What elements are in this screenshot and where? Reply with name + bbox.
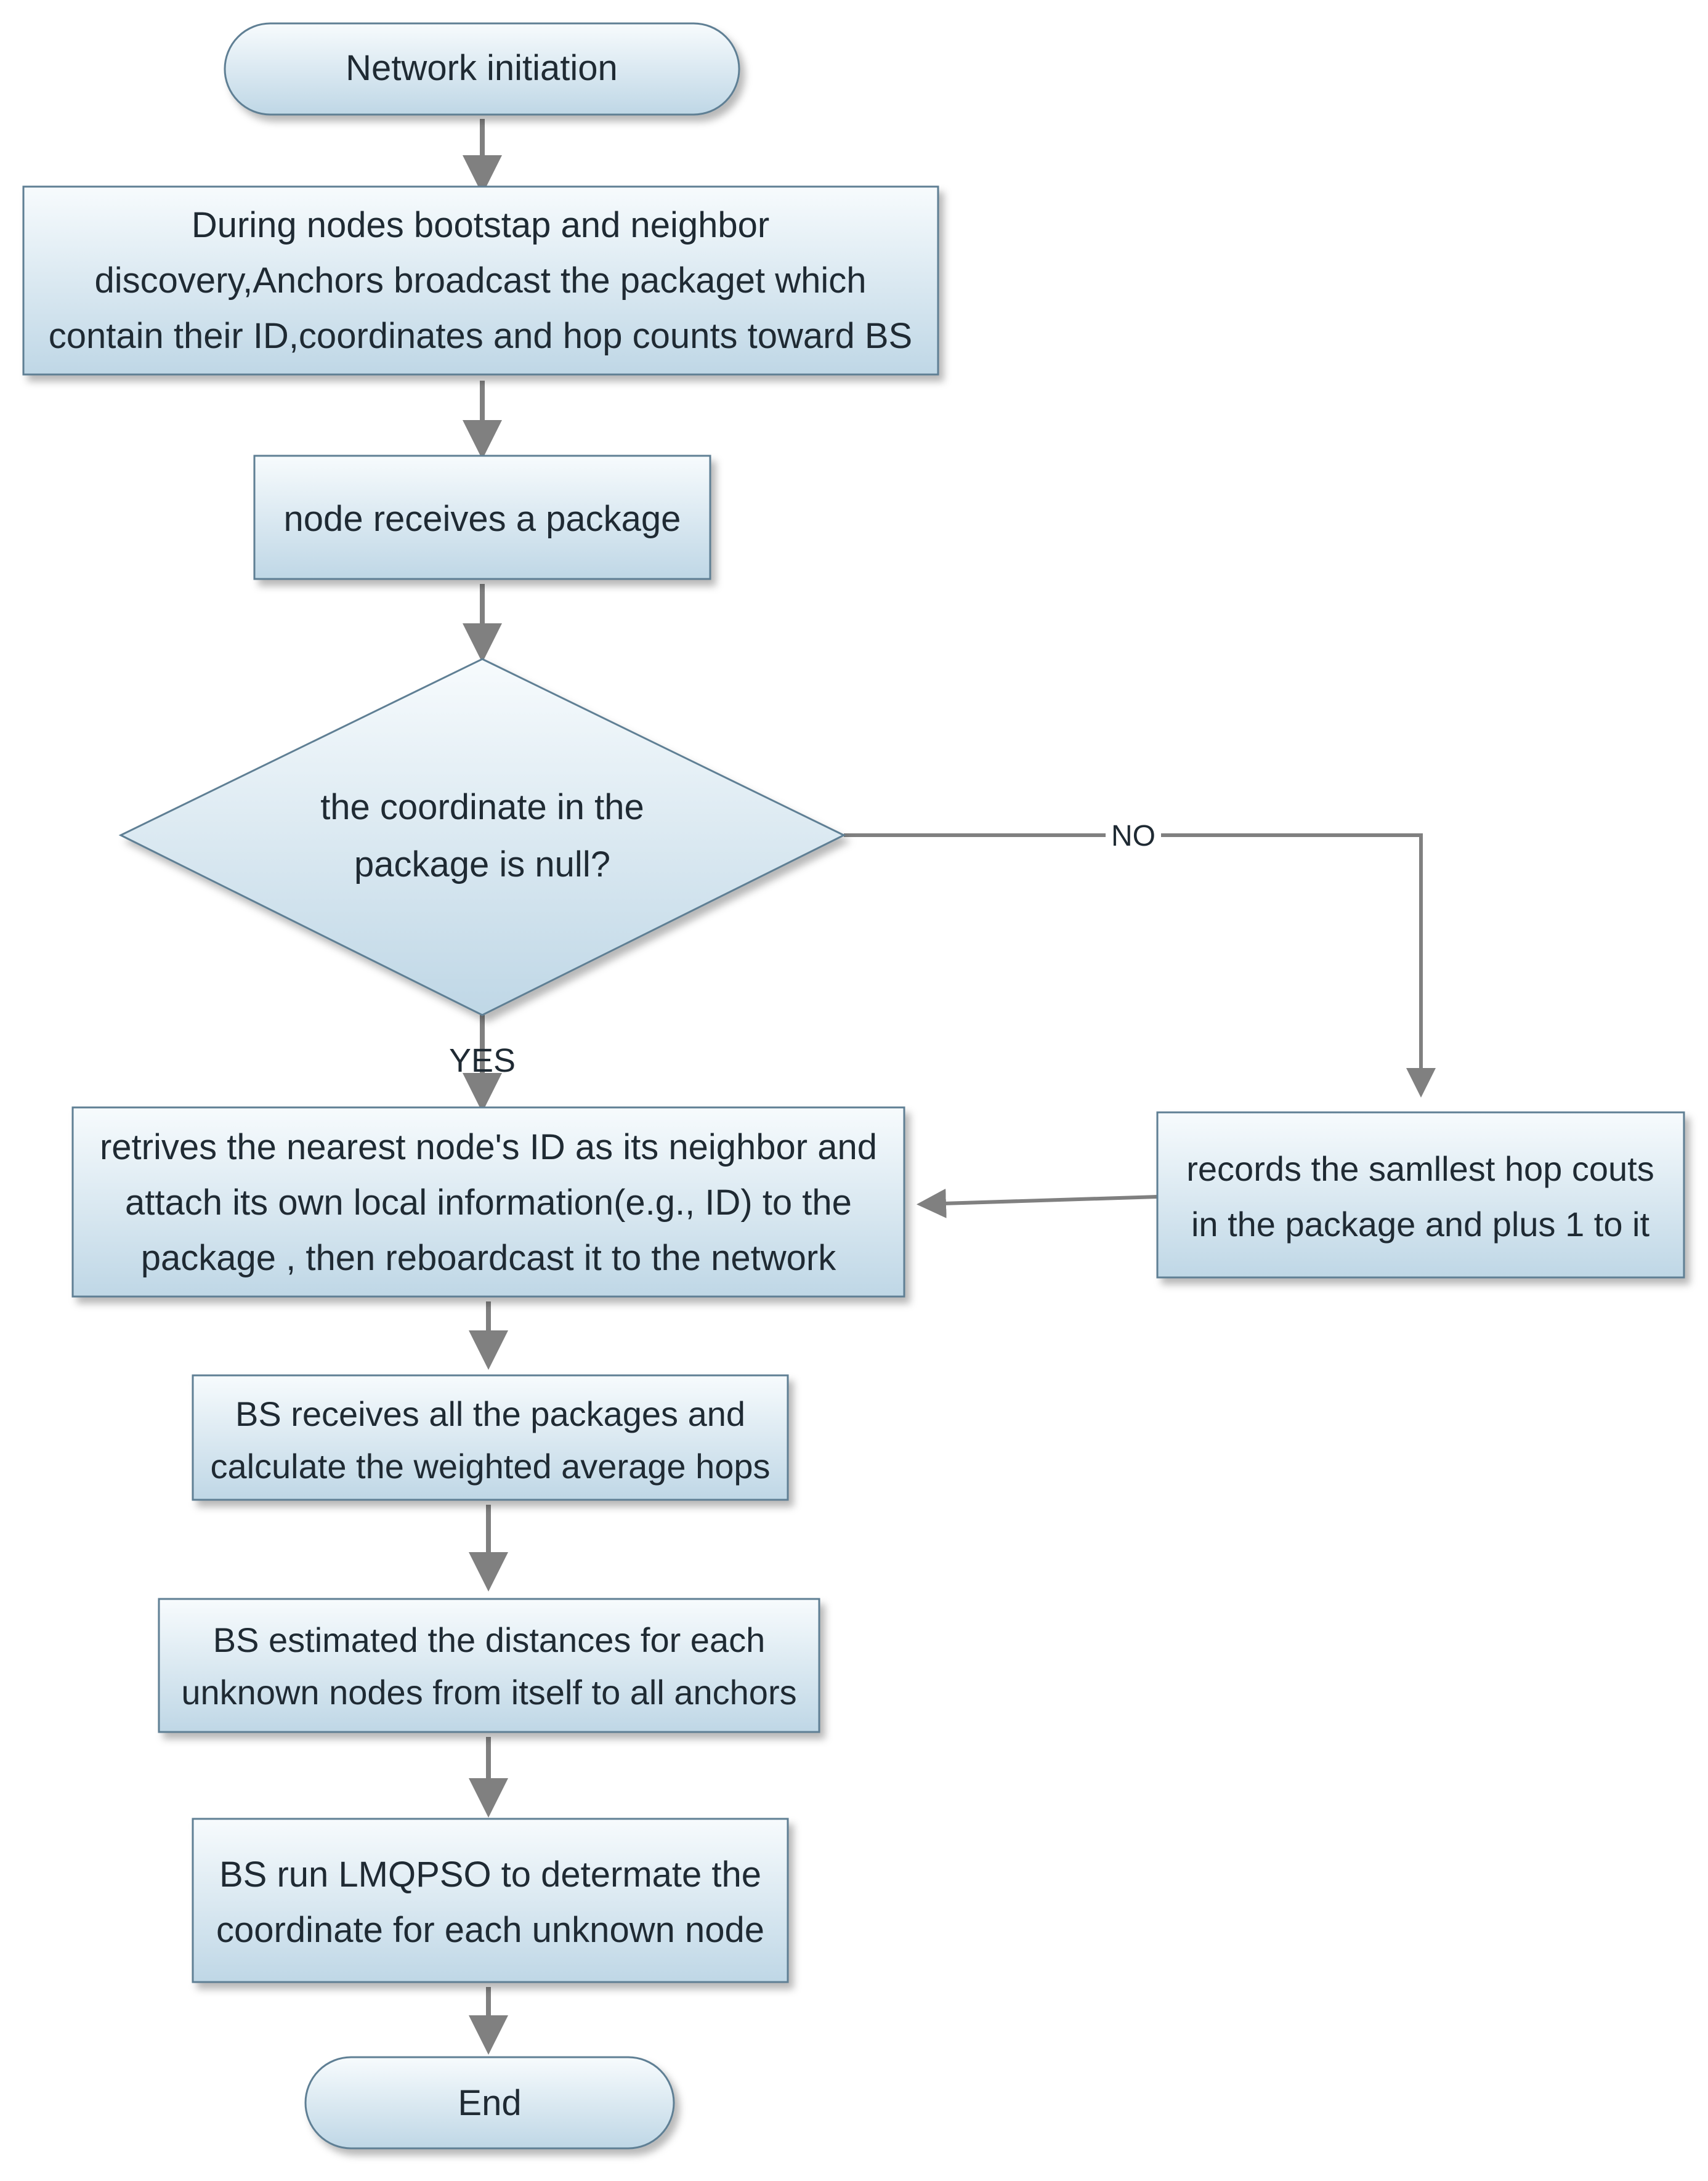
node-receive: node receives a package bbox=[253, 455, 711, 580]
node-decision: the coordinate in the package is null? bbox=[118, 658, 846, 1016]
broadcast-line-1: During nodes bootstap and neighbor bbox=[192, 205, 769, 245]
broadcast-process-shape bbox=[22, 185, 939, 376]
edge-record-to-retrieve bbox=[917, 1188, 1158, 1218]
bs-run-line-1: BS run LMQPSO to determate the bbox=[219, 1855, 761, 1895]
node-bs-run: BS run LMQPSO to determate the coordinat… bbox=[192, 1818, 789, 1983]
record-line-2: in the package and plus 1 to it bbox=[1191, 1205, 1650, 1244]
node-start: Network initiation bbox=[224, 22, 740, 116]
retrieve-process-shape bbox=[71, 1106, 905, 1298]
node-broadcast: During nodes bootstap and neighbor disco… bbox=[22, 185, 939, 376]
receive-label: node receives a package bbox=[284, 499, 681, 539]
retrieve-line-1: retrives the nearest node's ID as its ne… bbox=[100, 1127, 877, 1167]
bs-run-process-shape bbox=[192, 1818, 789, 1983]
start-label: Network initiation bbox=[346, 48, 618, 88]
edge-label-yes: YES bbox=[449, 1042, 516, 1079]
node-end: End bbox=[304, 2056, 675, 2150]
start-terminator-shape bbox=[224, 22, 740, 116]
retrieve-line-3: package , then reboardcast it to the net… bbox=[141, 1238, 836, 1278]
edge-decision-to-record bbox=[844, 833, 1436, 1098]
broadcast-line-2: discovery,Anchors broadcast the packaget… bbox=[94, 261, 866, 301]
decision-diamond-shape bbox=[118, 658, 846, 1016]
bs-estimate-line-2: unknown nodes from itself to all anchors bbox=[181, 1673, 796, 1712]
retrieve-line-2: attach its own local information(e.g., I… bbox=[125, 1183, 852, 1223]
bs-receive-line-2: calculate the weighted average hops bbox=[210, 1447, 770, 1486]
end-terminator-shape bbox=[304, 2056, 675, 2150]
node-retrieve: retrives the nearest node's ID as its ne… bbox=[71, 1106, 905, 1298]
node-bs-estimate: BS estimated the distances for each unkn… bbox=[158, 1598, 820, 1733]
bs-estimate-line-1: BS estimated the distances for each bbox=[213, 1621, 766, 1659]
receive-process-shape bbox=[253, 455, 711, 580]
bs-run-line-2: coordinate for each unknown node bbox=[216, 1910, 764, 1950]
record-line-1: records the samllest hop couts bbox=[1186, 1149, 1654, 1188]
record-process-shape bbox=[1156, 1111, 1685, 1279]
edge-labels-layer: NO YES bbox=[449, 817, 1161, 1079]
broadcast-line-3: contain their ID,coordinates and hop cou… bbox=[49, 316, 913, 356]
node-bs-receive: BS receives all the packages and calcula… bbox=[192, 1374, 789, 1501]
decision-line-1: the coordinate in the bbox=[320, 787, 644, 827]
decision-line-2: package is null? bbox=[354, 844, 610, 884]
bs-receive-process-shape bbox=[192, 1374, 789, 1501]
bs-estimate-process-shape bbox=[158, 1598, 820, 1733]
node-record: records the samllest hop couts in the pa… bbox=[1156, 1111, 1685, 1279]
end-label: End bbox=[458, 2083, 521, 2123]
edges-layer bbox=[463, 119, 1436, 2055]
no-label-background bbox=[1106, 817, 1161, 854]
edge-label-no: NO bbox=[1111, 820, 1156, 852]
bs-receive-line-1: BS receives all the packages and bbox=[235, 1394, 745, 1433]
